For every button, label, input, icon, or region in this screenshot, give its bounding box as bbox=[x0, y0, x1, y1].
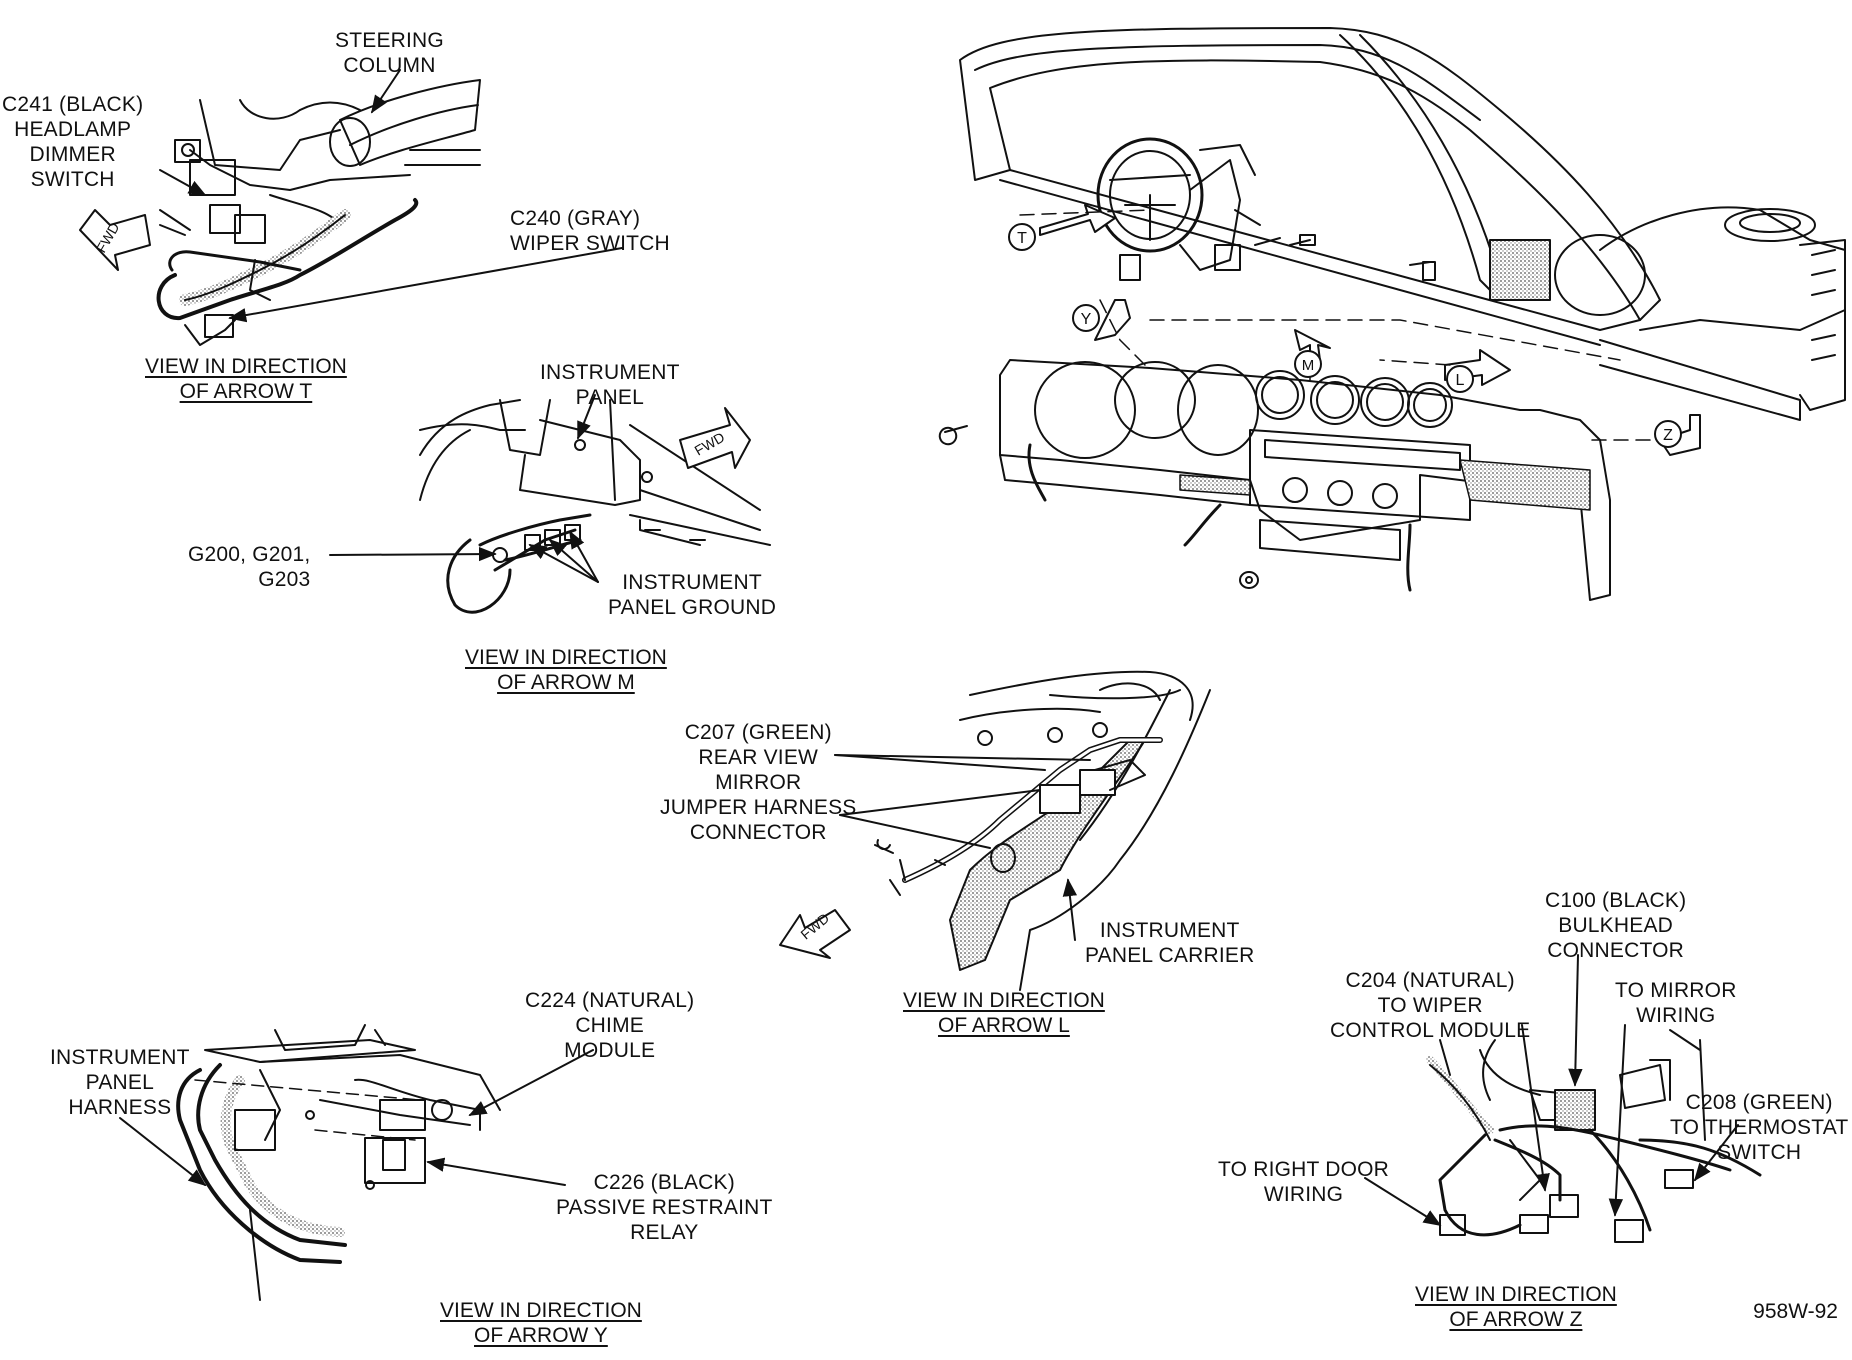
arrow-circle-y bbox=[1072, 304, 1100, 332]
label-c241-headlamp-dimmer-switch: C241 (BLACK) HEADLAMP DIMMER SWITCH bbox=[2, 93, 144, 191]
caption-view-t: VIEW IN DIRECTION OF ARROW T bbox=[145, 355, 347, 403]
label-c208-to-thermostat-switch: C208 (GREEN) TO THERMOSTAT SWITCH bbox=[1670, 1091, 1849, 1164]
arrow-letter-y: Y bbox=[1081, 311, 1092, 328]
label-to-mirror-wiring: TO MIRROR WIRING bbox=[1615, 979, 1737, 1027]
fwd-arrow-view-m bbox=[679, 407, 751, 469]
label-to-right-door-wiring: TO RIGHT DOOR WIRING bbox=[1218, 1158, 1389, 1206]
arrow-circle-t bbox=[1008, 223, 1036, 251]
label-instrument-panel-ground: INSTRUMENT PANEL GROUND bbox=[608, 571, 777, 619]
label-instrument-panel: INSTRUMENT PANEL bbox=[540, 361, 680, 409]
arrow-letter-m: M bbox=[1302, 357, 1315, 374]
arrow-circle-z bbox=[1654, 420, 1682, 448]
caption-view-z: VIEW IN DIRECTION OF ARROW Z bbox=[1415, 1283, 1617, 1331]
view-l-drawing bbox=[874, 670, 1211, 991]
arrow-letter-t: T bbox=[1017, 230, 1027, 247]
label-instrument-panel-carrier: INSTRUMENT PANEL CARRIER bbox=[1085, 919, 1255, 967]
label-instrument-panel-harness: INSTRUMENT PANEL HARNESS bbox=[50, 1046, 190, 1119]
dashboard-assembly bbox=[938, 27, 1846, 601]
label-c207-rear-view-mirror-connector: C207 (GREEN) REAR VIEW MIRROR JUMPER HAR… bbox=[660, 721, 857, 844]
arrow-markers bbox=[1008, 223, 1682, 448]
fwd-arrow-view-l bbox=[779, 909, 851, 959]
label-c226-passive-restraint-relay: C226 (BLACK) PASSIVE RESTRAINT RELAY bbox=[556, 1171, 773, 1244]
arrow-letter-z: Z bbox=[1663, 427, 1673, 444]
figure-id: 958W-92 bbox=[1753, 1300, 1838, 1323]
arrow-letter-l: L bbox=[1456, 372, 1465, 389]
label-c100-bulkhead-connector: C100 (BLACK) BULKHEAD CONNECTOR bbox=[1545, 889, 1687, 962]
label-c224-chime-module: C224 (NATURAL) CHIME MODULE bbox=[525, 989, 695, 1062]
view-y-drawing bbox=[176, 1024, 501, 1301]
caption-view-l: VIEW IN DIRECTION OF ARROW L bbox=[903, 989, 1105, 1037]
arrow-circle-m bbox=[1294, 350, 1322, 378]
label-c240-wiper-switch: C240 (GRAY) WIPER SWITCH bbox=[510, 207, 670, 255]
arrow-circle-l bbox=[1446, 365, 1474, 393]
caption-view-y: VIEW IN DIRECTION OF ARROW Y bbox=[440, 1299, 642, 1347]
leader-lines bbox=[119, 69, 1739, 1226]
label-g200-g201-g203: G200, G201, G203 bbox=[188, 543, 311, 591]
label-steering-column: STEERING COLUMN bbox=[335, 29, 444, 77]
fwd-arrow-view-t bbox=[79, 209, 151, 271]
view-t-drawing bbox=[156, 79, 481, 346]
label-c204-to-wiper-control-module: C204 (NATURAL) TO WIPER CONTROL MODULE bbox=[1330, 969, 1531, 1042]
caption-view-m: VIEW IN DIRECTION OF ARROW M bbox=[465, 646, 667, 694]
